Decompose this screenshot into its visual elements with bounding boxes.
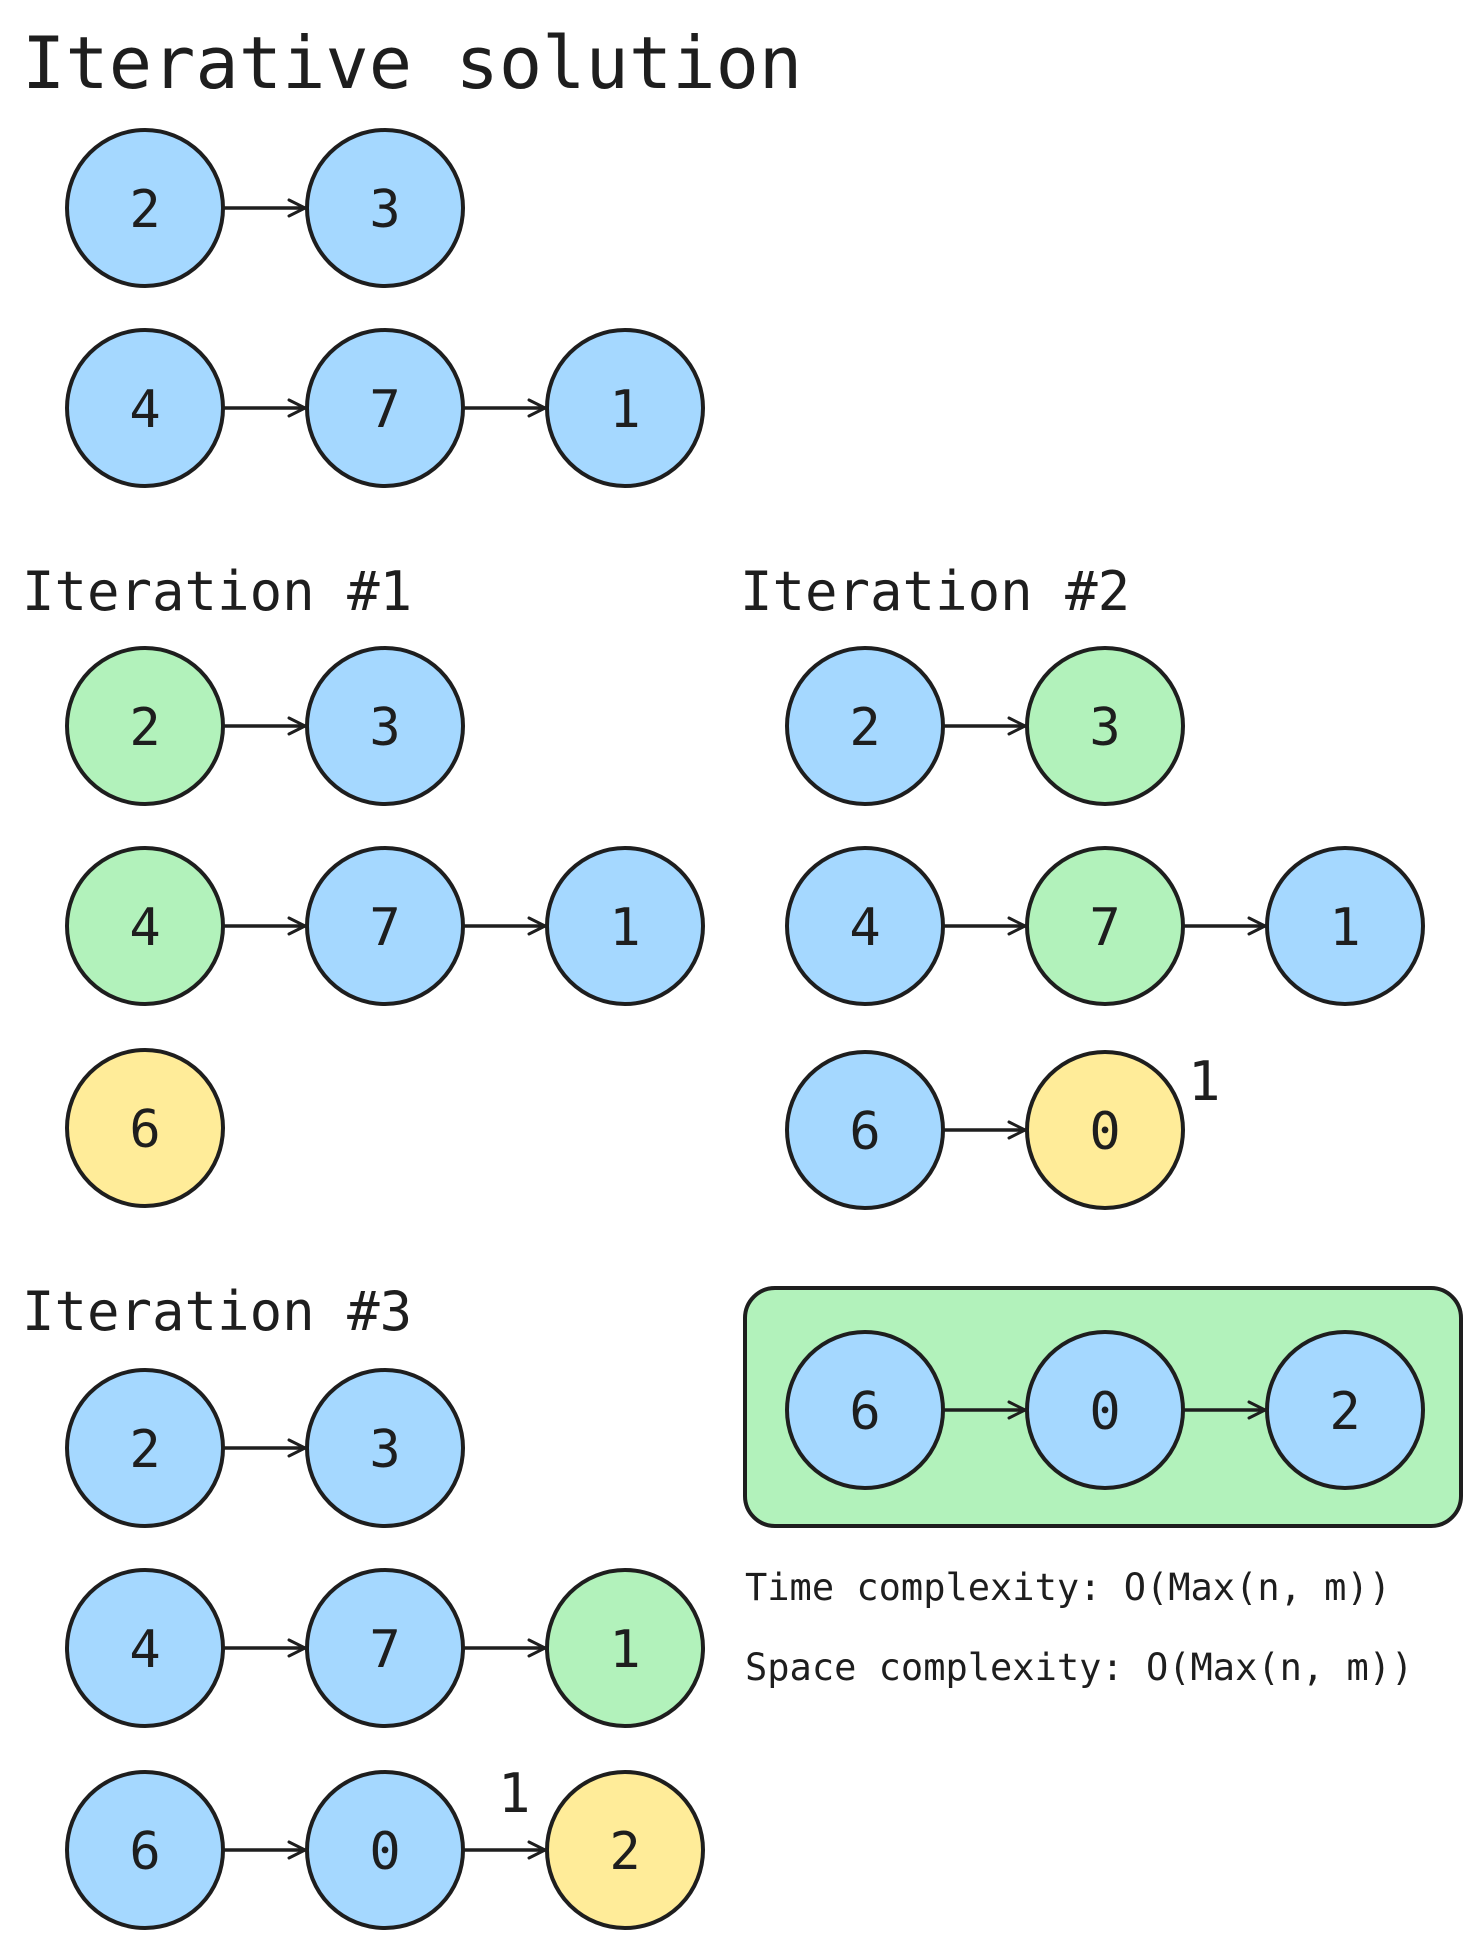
iteration-3-heading: Iteration #3 [22, 1280, 412, 1343]
iter2-result-node-circle-1 [1025, 1050, 1185, 1210]
iter2-list2-node-circle-2 [1265, 846, 1425, 1006]
iter3-list2-node-value-1: 7 [369, 1620, 400, 1680]
iter3-list2-node-0: 4 [65, 1568, 225, 1728]
iter3-result-node-value-1: 0 [369, 1822, 400, 1882]
iter2-list2-node-value-1: 7 [1089, 898, 1120, 958]
iter1-list1-node-value-1: 3 [369, 698, 400, 758]
iter2-list1-node-1: 3 [1025, 646, 1185, 806]
iter1-list2-node-1: 7 [305, 846, 465, 1006]
iter3-result-node-value-2: 2 [609, 1822, 640, 1882]
input-list1-node-value-0: 2 [129, 180, 160, 240]
input-list2-node-circle-0 [65, 328, 225, 488]
iter1-list2-node-value-1: 7 [369, 898, 400, 958]
page-title: Iterative solution [22, 21, 802, 105]
iter3-list1-node-value-1: 3 [369, 1420, 400, 1480]
input-list2-node-value-0: 4 [129, 380, 160, 440]
iter2-list1-node-0: 2 [785, 646, 945, 806]
final-result-node-value-0: 6 [849, 1382, 880, 1442]
iter1-list2-node-circle-1 [305, 846, 465, 1006]
iter3-list2-node-circle-0 [65, 1568, 225, 1728]
iter1-list2-node-value-0: 4 [129, 898, 160, 958]
iter1-list1-node-1: 3 [305, 646, 465, 806]
iter3-result-node-circle-1 [305, 1770, 465, 1930]
final-result-node-2: 2 [1265, 1330, 1425, 1490]
final-result-node-circle-0 [785, 1330, 945, 1490]
iter1-list1-node-value-0: 2 [129, 698, 160, 758]
iter3-list1-node-circle-1 [305, 1368, 465, 1528]
final-result-node-value-2: 2 [1329, 1382, 1360, 1442]
iter3-result-node-1: 0 [305, 1770, 465, 1930]
iter1-list2-node-value-2: 1 [609, 898, 640, 958]
iter2-list1-node-value-1: 3 [1089, 698, 1120, 758]
input-list2-node-1: 7 [305, 328, 465, 488]
iter2-list2-node-0: 4 [785, 846, 945, 1006]
final-result-node-value-1: 0 [1089, 1382, 1120, 1442]
iteration-3-carry-label: 1 [498, 1762, 531, 1825]
iter1-list1-node-circle-1 [305, 646, 465, 806]
input-list2-node-0: 4 [65, 328, 225, 488]
iter1-list2-node-2: 1 [545, 846, 705, 1006]
final-result-node-0: 6 [785, 1330, 945, 1490]
iter2-list1-node-value-0: 2 [849, 698, 880, 758]
input-list2-node-value-2: 1 [609, 380, 640, 440]
iter2-list2-node-2: 1 [1265, 846, 1425, 1006]
iter2-result-node-1: 0 [1025, 1050, 1185, 1210]
iter3-list1-node-1: 3 [305, 1368, 465, 1528]
space-complexity-text: Space complexity: O(Max(n, m)) [745, 1646, 1413, 1689]
iter1-list2-node-circle-0 [65, 846, 225, 1006]
input-list1-node-circle-0 [65, 128, 225, 288]
iter3-result-node-circle-0 [65, 1770, 225, 1930]
input-list2-node-circle-1 [305, 328, 465, 488]
iter2-list1-node-circle-0 [785, 646, 945, 806]
iter1-list2-node-0: 4 [65, 846, 225, 1006]
iter2-list2-node-circle-0 [785, 846, 945, 1006]
final-result-node-circle-1 [1025, 1330, 1185, 1490]
iter2-list2-node-value-2: 1 [1329, 898, 1360, 958]
iter1-list2-node-circle-2 [545, 846, 705, 1006]
input-list1-node-circle-1 [305, 128, 465, 288]
iter3-list2-node-value-0: 4 [129, 1620, 160, 1680]
iteration-1-heading: Iteration #1 [22, 560, 412, 623]
time-complexity-text: Time complexity: O(Max(n, m)) [745, 1566, 1391, 1609]
iter3-list1-node-value-0: 2 [129, 1420, 160, 1480]
iter1-list1-node-0: 2 [65, 646, 225, 806]
iter2-list2-node-1: 7 [1025, 846, 1185, 1006]
iter1-result-node-circle-0 [65, 1048, 225, 1208]
input-list1-node-value-1: 3 [369, 180, 400, 240]
iter1-list1-node-circle-0 [65, 646, 225, 806]
final-result-node-1: 0 [1025, 1330, 1185, 1490]
input-list2-node-circle-2 [545, 328, 705, 488]
iter3-result-node-2: 2 [545, 1770, 705, 1930]
iter3-list2-node-circle-2 [545, 1568, 705, 1728]
iter1-result-node-value-0: 6 [129, 1100, 160, 1160]
iter2-result-node-value-0: 6 [849, 1102, 880, 1162]
iter3-list2-node-1: 7 [305, 1568, 465, 1728]
input-list1-node-1: 3 [305, 128, 465, 288]
input-list1-node-0: 2 [65, 128, 225, 288]
iteration-2-carry-label: 1 [1188, 1050, 1221, 1113]
iter3-result-node-value-0: 6 [129, 1822, 160, 1882]
input-list2-node-2: 1 [545, 328, 705, 488]
input-list2-node-value-1: 7 [369, 380, 400, 440]
iter3-list2-node-2: 1 [545, 1568, 705, 1728]
iteration-2-heading: Iteration #2 [740, 560, 1130, 623]
final-result-node-circle-2 [1265, 1330, 1425, 1490]
iter2-list2-node-value-0: 4 [849, 898, 880, 958]
iter2-result-node-value-1: 0 [1089, 1102, 1120, 1162]
iter2-result-node-0: 6 [785, 1050, 945, 1210]
iter3-list2-node-value-2: 1 [609, 1620, 640, 1680]
iter3-result-node-0: 6 [65, 1770, 225, 1930]
iter3-result-node-circle-2 [545, 1770, 705, 1930]
iter1-result-node-0: 6 [65, 1048, 225, 1208]
iter3-list1-node-0: 2 [65, 1368, 225, 1528]
iter2-result-node-circle-0 [785, 1050, 945, 1210]
iter3-list1-node-circle-0 [65, 1368, 225, 1528]
iter3-list2-node-circle-1 [305, 1568, 465, 1728]
iter2-list1-node-circle-1 [1025, 646, 1185, 806]
iter2-list2-node-circle-1 [1025, 846, 1185, 1006]
